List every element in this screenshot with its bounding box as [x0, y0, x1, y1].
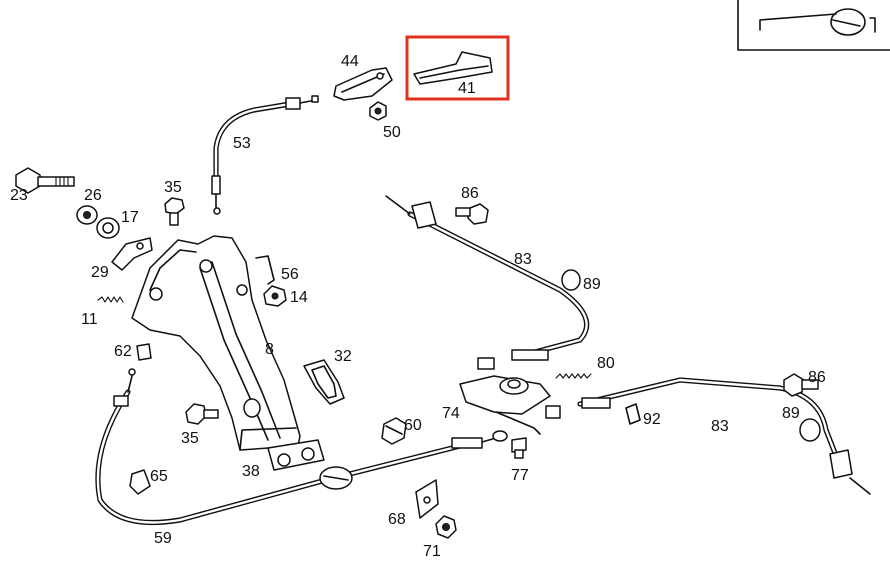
- callout-38: 38: [242, 463, 260, 480]
- bolt-86-lower: [783, 373, 819, 397]
- bracket-29: [111, 237, 153, 271]
- callout-50: 50: [383, 124, 401, 141]
- callout-77: 77: [511, 467, 529, 484]
- spring-11: [97, 296, 124, 303]
- callout-92: 92: [643, 411, 661, 428]
- callout-29: 29: [91, 264, 109, 281]
- callout-59: 59: [154, 530, 172, 547]
- bolt-35-lower: [185, 403, 219, 425]
- bolt-23: [15, 167, 75, 194]
- callout-89-lower: 89: [782, 405, 800, 422]
- callout-23: 23: [10, 187, 28, 204]
- rear-cable-83-upper: [385, 195, 590, 370]
- front-cable-59: [95, 368, 508, 525]
- callout-71: 71: [423, 543, 441, 560]
- pad-38: [267, 439, 325, 471]
- callout-62: 62: [114, 343, 132, 360]
- callout-32: 32: [334, 348, 352, 365]
- bolt-35-top: [164, 197, 185, 226]
- spring-80: [555, 373, 592, 379]
- callout-14: 14: [290, 289, 308, 306]
- rear-cable-83-lower: [545, 377, 871, 495]
- release-cable-53: [211, 95, 319, 215]
- callout-83-lower: 83: [711, 418, 729, 435]
- clip-65: [129, 469, 151, 495]
- callout-53: 53: [233, 135, 251, 152]
- callout-60: 60: [404, 417, 422, 434]
- callout-8: 8: [265, 341, 274, 358]
- callout-80: 80: [597, 355, 615, 372]
- callout-74: 74: [442, 405, 460, 422]
- washer-26: [76, 205, 98, 225]
- callout-68: 68: [388, 511, 406, 528]
- bushing-89-upper: [561, 269, 581, 291]
- callout-41: 41: [458, 80, 476, 97]
- bushing-62: [136, 343, 152, 361]
- callout-83-upper: 83: [514, 251, 532, 268]
- callout-11: 11: [81, 311, 98, 328]
- release-handle-41: [413, 51, 493, 85]
- highlight-box-41: [405, 35, 510, 101]
- bracket-68: [415, 479, 439, 519]
- nut-50: [369, 101, 387, 121]
- callout-17: 17: [121, 209, 139, 226]
- nut-14: [263, 285, 287, 307]
- callout-26: 26: [84, 187, 102, 204]
- callout-35-top: 35: [164, 179, 182, 196]
- callout-labels: 23 26 17 29 11 35 44 41 50 53 56 14 8 62…: [10, 53, 826, 560]
- callout-86-lower: 86: [808, 369, 826, 386]
- clip-92: [625, 403, 641, 425]
- pedal-bracket-8: [131, 235, 301, 451]
- bushing-17: [96, 217, 120, 239]
- grommet-60: [381, 417, 407, 445]
- pedal-pad-32: [303, 359, 345, 405]
- callout-86-upper: 86: [461, 185, 479, 202]
- bushing-89-lower: [799, 418, 821, 442]
- adjuster-77: [511, 437, 527, 459]
- callout-65: 65: [150, 468, 168, 485]
- equalizer-74: [459, 375, 551, 435]
- callout-89-upper: 89: [583, 276, 601, 293]
- clip-56: [255, 255, 275, 285]
- vehicle-orientation-inset: [737, 0, 890, 51]
- callout-35-lower: 35: [181, 430, 199, 447]
- callout-44: 44: [341, 53, 359, 70]
- bolt-86-upper: [455, 203, 489, 225]
- nut-71: [435, 515, 457, 539]
- callout-56: 56: [281, 266, 299, 283]
- release-bracket-44: [333, 67, 393, 101]
